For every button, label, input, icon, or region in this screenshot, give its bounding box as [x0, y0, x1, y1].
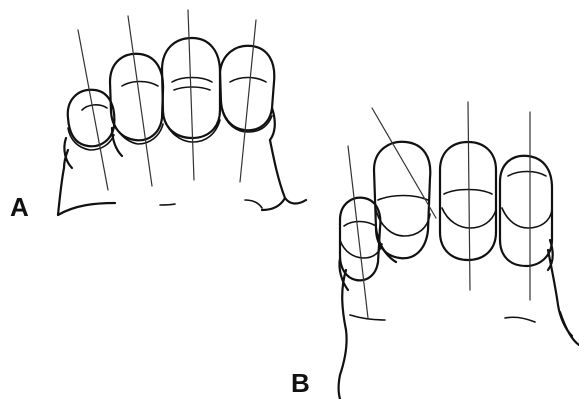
panel-a-palm-outline [58, 140, 306, 215]
panel-b-label: B [291, 370, 310, 396]
panel-a-finger-1 [64, 90, 114, 168]
panel-b-finger-3 [440, 142, 496, 260]
panel-a-finger-2 [110, 54, 163, 156]
panel-a-axis-2 [128, 16, 152, 186]
panel-a-axis-3 [188, 10, 194, 180]
panel-a-palm-creases [160, 200, 262, 208]
panel-b-hand [339, 102, 579, 399]
panel-a-hand [58, 10, 306, 215]
panel-b-finger-4 [500, 156, 553, 270]
panel-b-axis-1 [348, 146, 368, 318]
panel-a-finger-4 [220, 46, 275, 140]
panel-a-axis-4 [240, 20, 256, 182]
panel-a-label: A [10, 194, 29, 220]
panel-b-axis-3 [468, 102, 470, 290]
panel-b-axis-2 [372, 108, 436, 218]
panel-b-palm-creases [350, 315, 535, 322]
